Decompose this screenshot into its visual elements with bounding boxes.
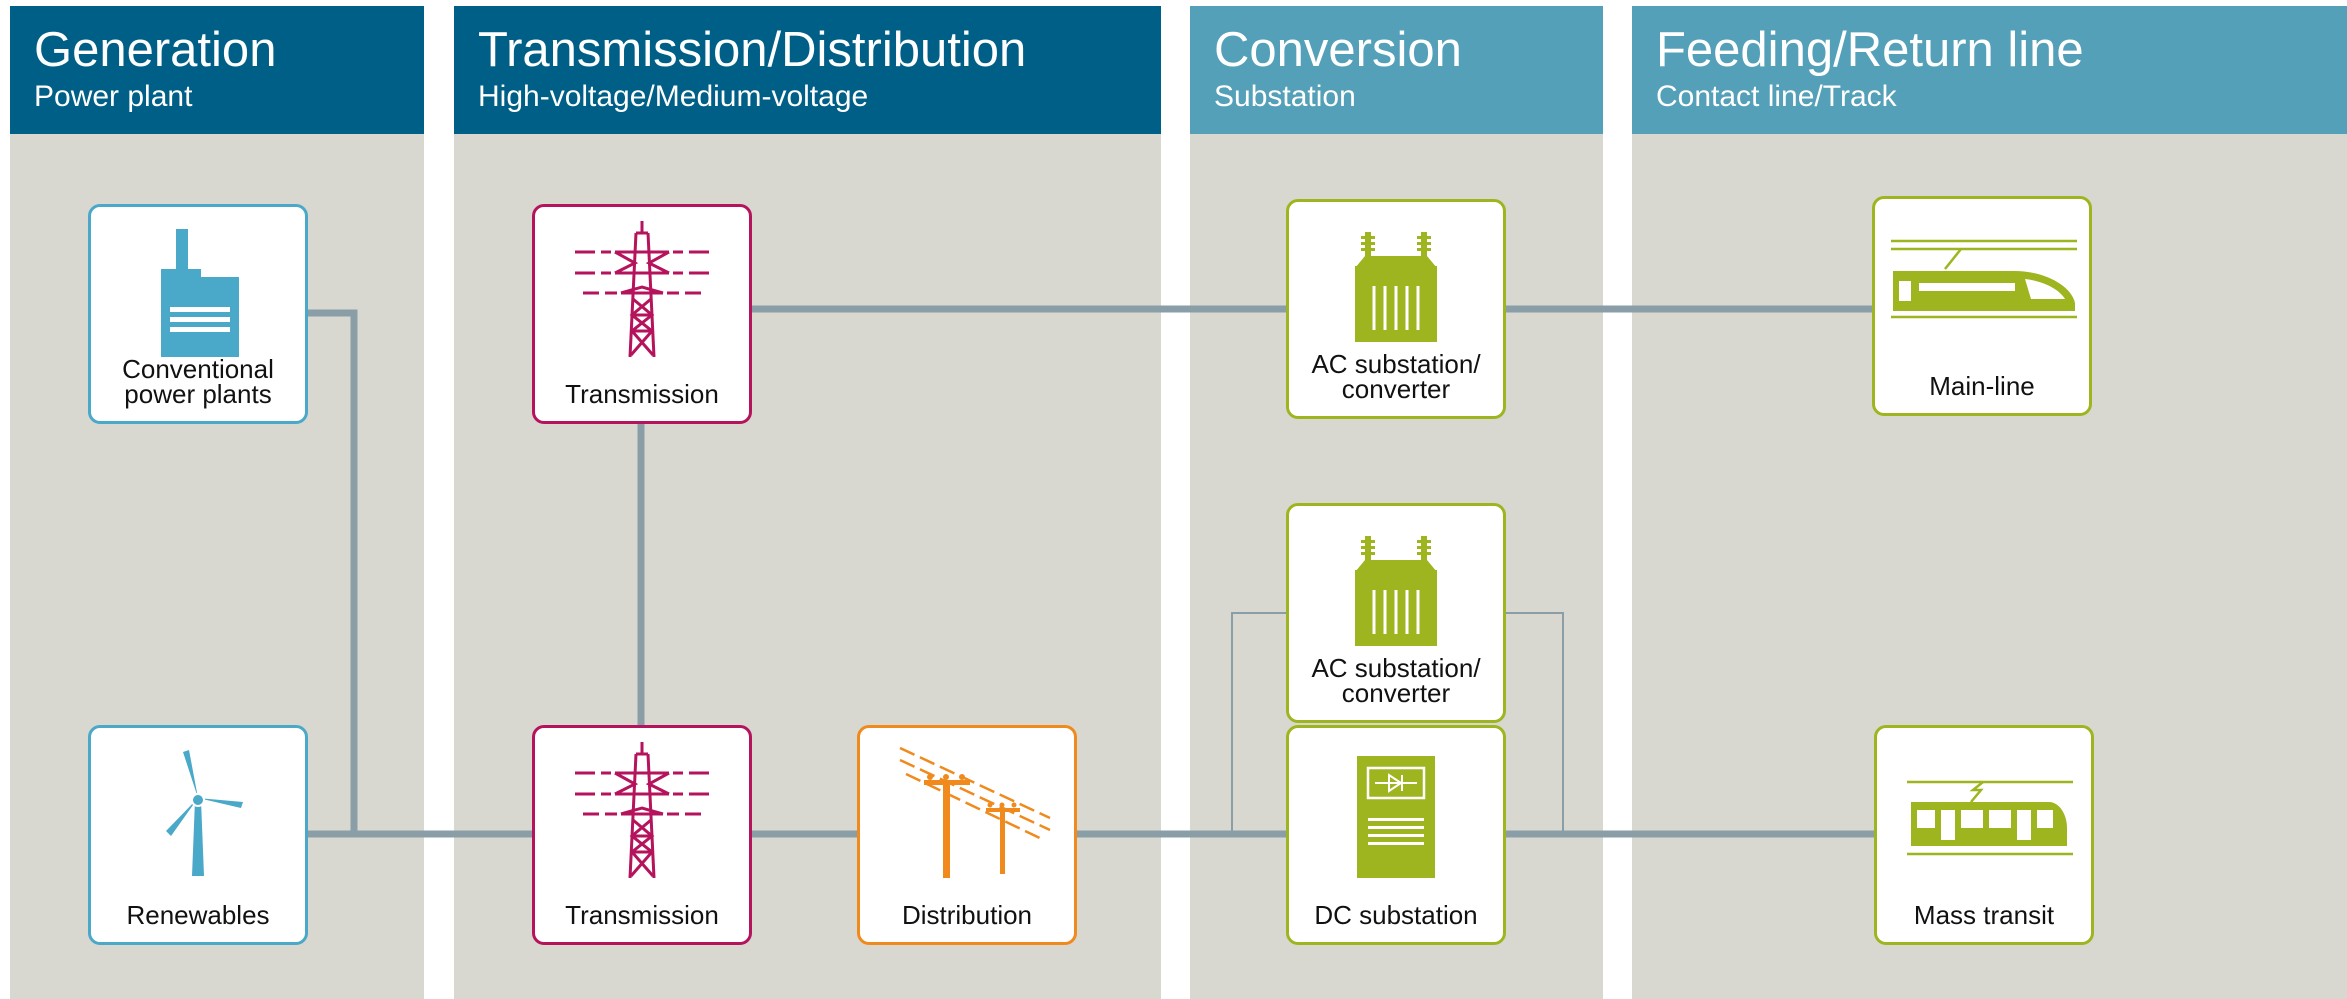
wire-ac-mid-right	[1506, 612, 1564, 835]
transmission-distribution-header: Transmission/Distribution High-voltage/M…	[454, 6, 1161, 134]
main-line-node[interactable]: Main-line	[1872, 196, 2092, 416]
transformer-icon	[1355, 536, 1437, 646]
rectifier-cabinet-icon	[1357, 756, 1435, 878]
transmission-tower-icon	[575, 221, 709, 357]
conversion-subtitle: Substation	[1214, 80, 1356, 113]
feeding-return-subtitle: Contact line/Track	[1656, 80, 1897, 113]
ac-substation-top-label: AC substation/ converter	[1311, 349, 1481, 404]
high-speed-train-icon	[1891, 239, 2077, 319]
conventional-power-plants-node[interactable]: Conventional power plants	[88, 204, 308, 424]
feeding-return-title: Feeding/Return line	[1656, 23, 2084, 77]
renewables-label: Renewables	[126, 900, 270, 930]
distribution-pole-icon	[899, 746, 1051, 878]
mass-transit-label: Mass transit	[1913, 900, 2055, 930]
tram-icon	[1907, 780, 2073, 856]
transmission-bottom-node[interactable]: Transmission	[532, 725, 752, 945]
generation-title: Generation	[34, 23, 277, 77]
mass-transit-node[interactable]: Mass transit	[1874, 725, 2094, 945]
conventional-power-plants-label: Conventional power plants	[122, 354, 274, 409]
generation-header: Generation Power plant	[10, 6, 424, 134]
dc-substation-node[interactable]: DC substation	[1286, 725, 1506, 945]
generation-subtitle: Power plant	[34, 80, 193, 113]
main-line-label: Main-line	[1929, 371, 2035, 401]
wire-ac-mid-left	[1231, 612, 1286, 835]
ac-substation-mid-label: AC substation/ converter	[1311, 653, 1481, 708]
transmission-top-node[interactable]: Transmission	[532, 204, 752, 424]
conversion-header: Conversion Substation	[1190, 6, 1603, 134]
transmission-tower-icon	[575, 742, 709, 878]
distribution-node[interactable]: Distribution	[857, 725, 1077, 945]
wind-turbine-icon	[166, 750, 243, 876]
feeding-return-header: Feeding/Return line Contact line/Track	[1632, 6, 2347, 134]
transmission-distribution-title: Transmission/Distribution	[478, 23, 1027, 77]
transmission-bottom-label: Transmission	[565, 900, 719, 930]
ac-substation-mid-node[interactable]: AC substation/ converter	[1286, 503, 1506, 723]
distribution-label: Distribution	[901, 900, 1033, 930]
renewables-node[interactable]: Renewables	[88, 725, 308, 945]
wire-conventional-to-grid	[305, 309, 358, 834]
transmission-distribution-subtitle: High-voltage/Medium-voltage	[478, 80, 869, 113]
transmission-top-label: Transmission	[565, 379, 719, 409]
ac-substation-top-node[interactable]: AC substation/ converter	[1286, 199, 1506, 419]
transformer-icon	[1355, 232, 1437, 342]
dc-substation-label: DC substation	[1314, 900, 1478, 930]
conversion-title: Conversion	[1214, 23, 1462, 77]
power-plant-icon	[161, 229, 239, 357]
